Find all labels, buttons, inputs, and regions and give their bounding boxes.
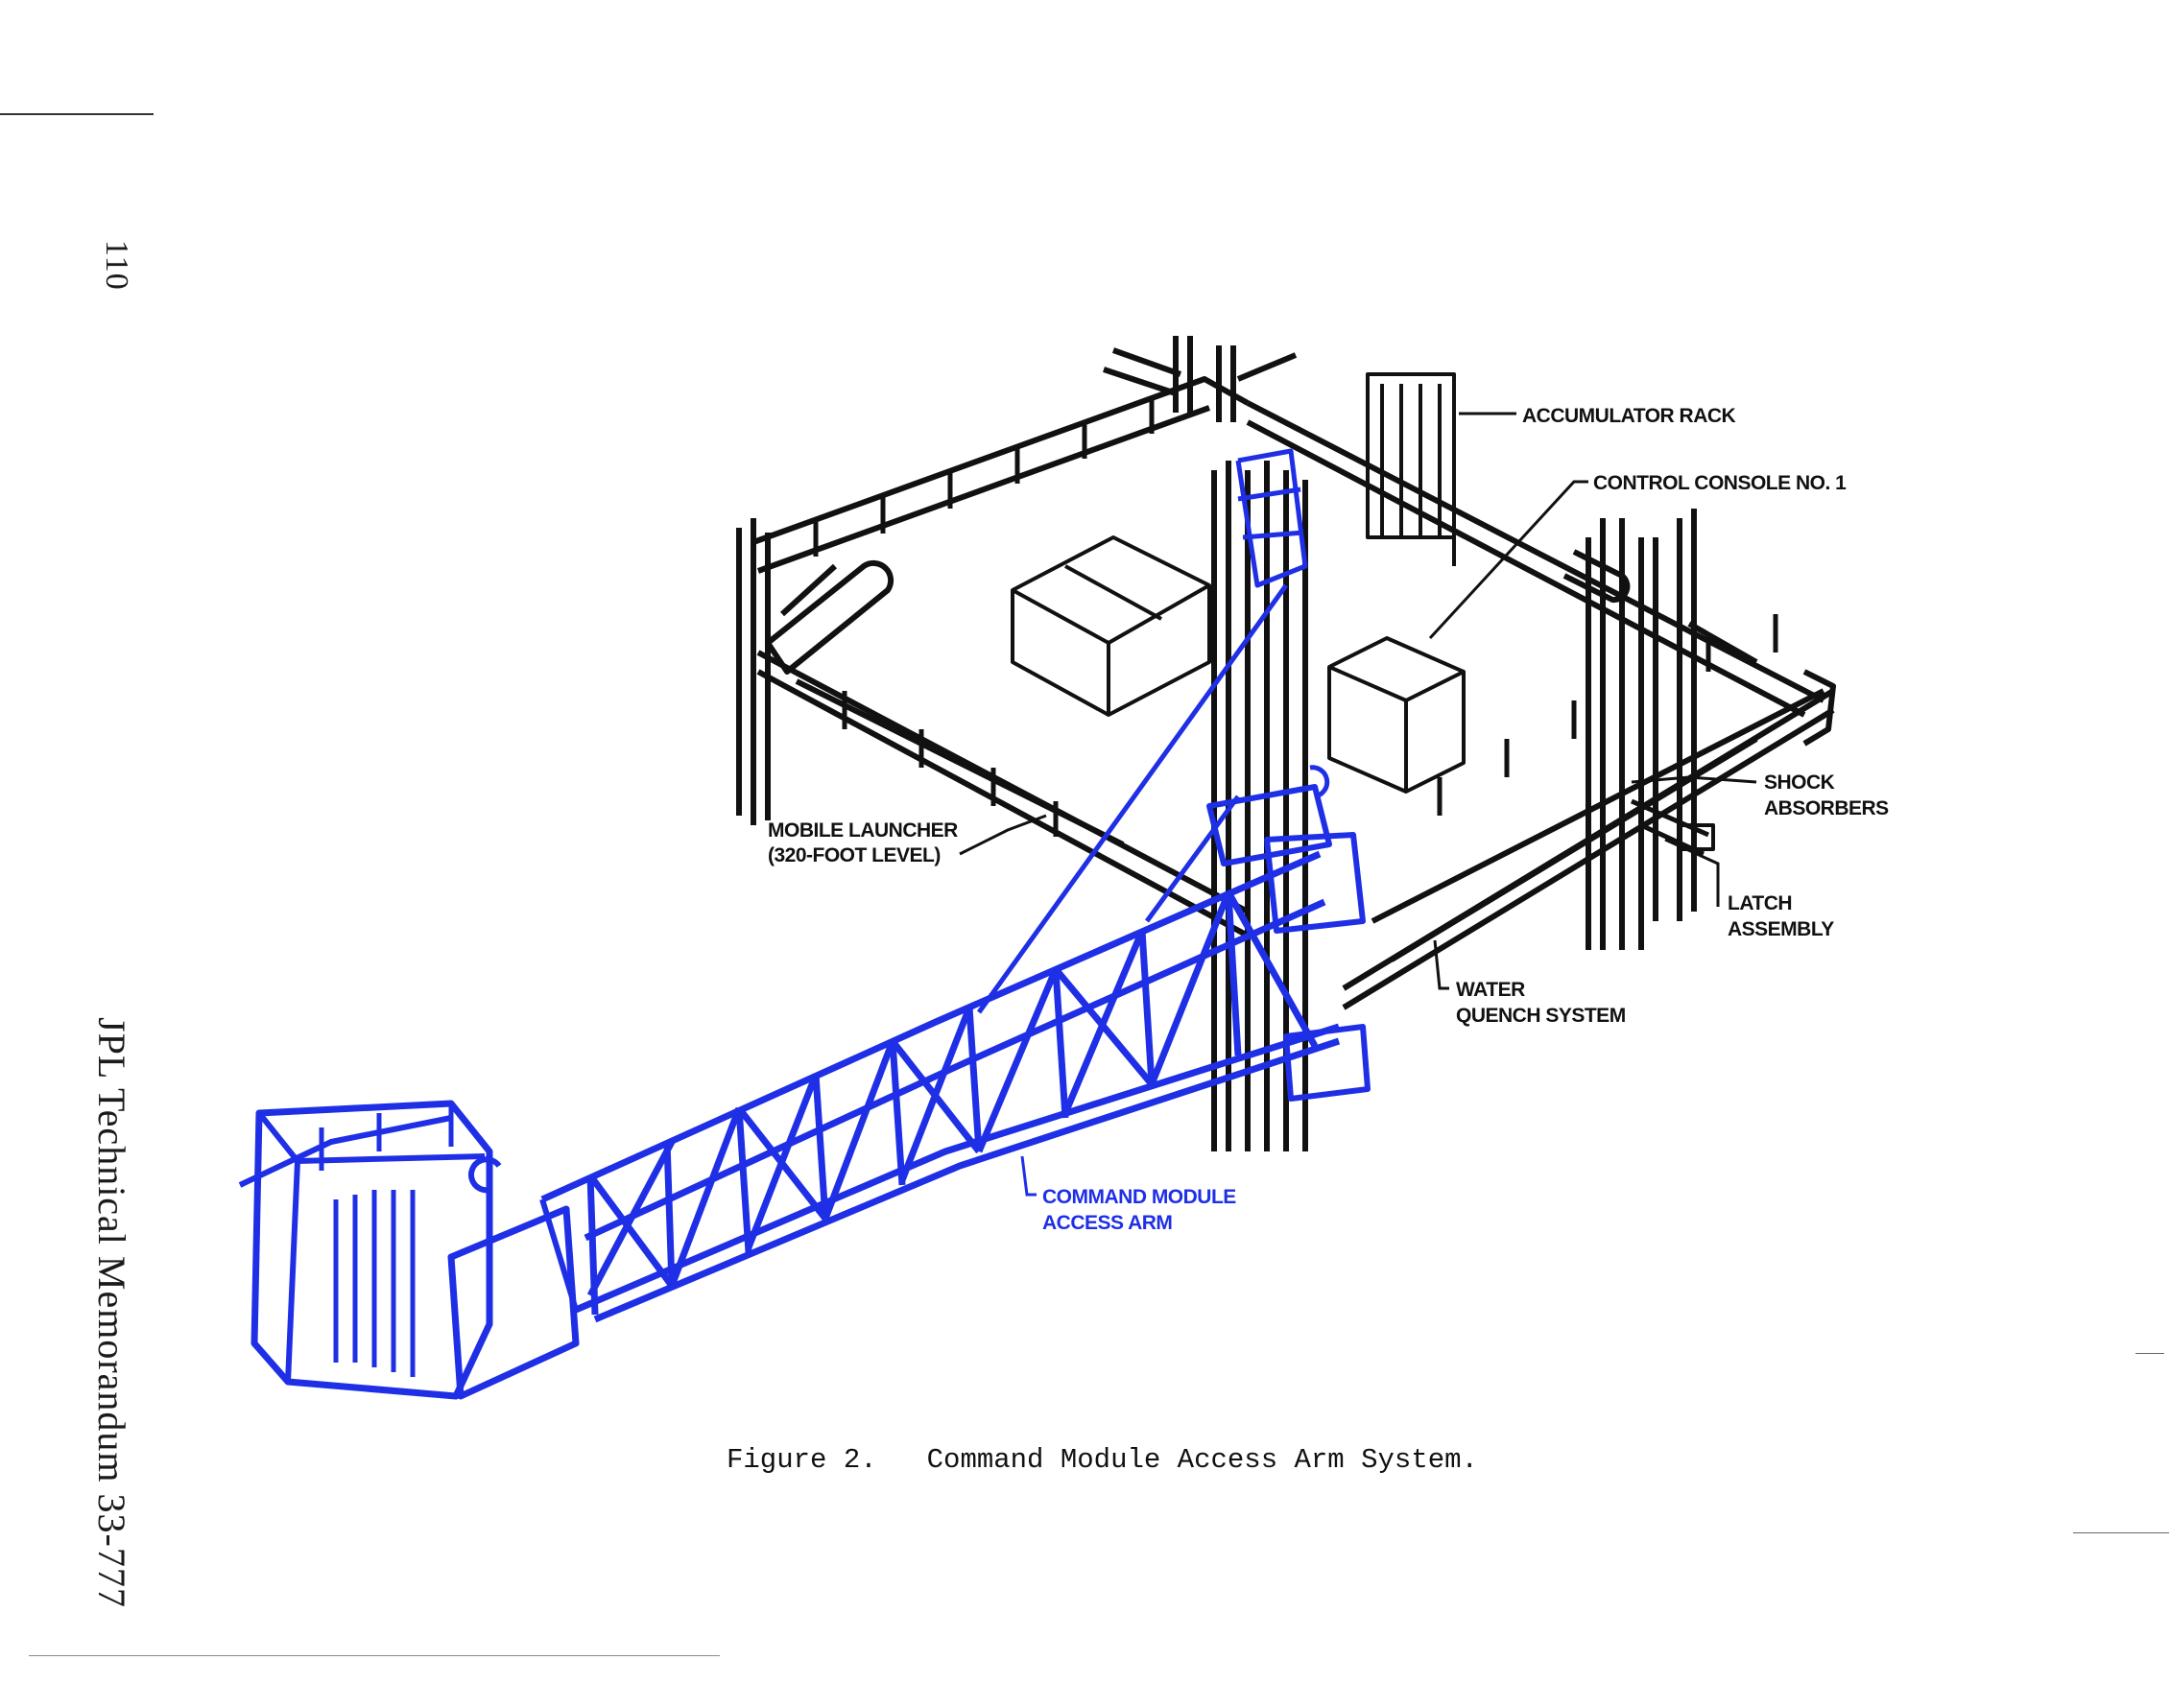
callout-leaders (959, 412, 1757, 990)
label-latch-2: ASSEMBLY (1728, 918, 1834, 940)
label-mobile-launcher-2: (320-FOOT LEVEL) (768, 844, 941, 866)
label-mobile-launcher-1: MOBILE LAUNCHER (768, 819, 958, 842)
mobile-launcher-structure (736, 336, 1836, 1151)
label-shock-2: ABSORBERS (1764, 797, 1889, 819)
scan-mark (2135, 1353, 2164, 1354)
label-access-arm-2: ACCESS ARM (1042, 1212, 1172, 1234)
arm-leader (1020, 1155, 1037, 1197)
figure-number: Figure 2. (727, 1444, 877, 1476)
label-water-2: QUENCH SYSTEM (1456, 1005, 1626, 1027)
label-accumulator-rack: ACCUMULATOR RACK (1522, 405, 1736, 427)
label-latch-1: LATCH (1728, 892, 1792, 914)
figure-caption: Figure 2. Command Module Access Arm Syste… (727, 1444, 1478, 1476)
label-control-console: CONTROL CONSOLE NO. 1 (1593, 472, 1847, 494)
figure-caption-text: Command Module Access Arm System. (926, 1444, 1478, 1476)
label-shock-1: SHOCK (1764, 771, 1835, 794)
label-water-1: WATER (1456, 979, 1525, 1001)
scan-mark (0, 113, 154, 115)
label-access-arm-1: COMMAND MODULE (1042, 1186, 1236, 1208)
access-arm-truss (238, 448, 1371, 1400)
scan-mark (2073, 1532, 2169, 1533)
scan-mark (29, 1655, 720, 1656)
